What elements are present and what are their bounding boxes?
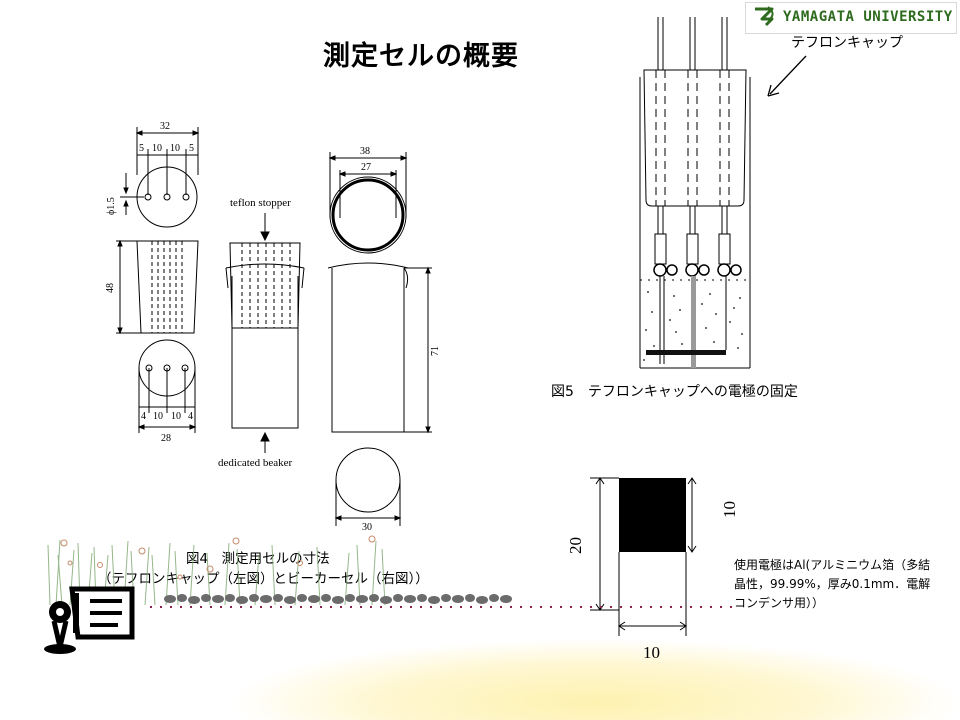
dim-cap-bottom-pitch-2: 10 [153, 411, 163, 422]
university-logo-icon [755, 6, 774, 27]
teflon-stopper-label: teflon stopper [230, 197, 291, 209]
dim-cap-bottom-pitch-3: 10 [171, 411, 181, 422]
footer-glow [150, 600, 960, 720]
dim-electrode-width: 10 [643, 643, 660, 662]
pebble-row [164, 594, 512, 604]
dim-hole-diameter: ϕ1.5 [106, 197, 117, 215]
electrode-fixing-drawing [639, 17, 751, 369]
dim-cap-bottom-pitch-4: 4 [188, 411, 193, 422]
dim-cap-top-pitch-4: 5 [189, 143, 194, 154]
dim-beaker-outer: 38 [360, 146, 370, 157]
electrode-note: 使用電極はAl(アルミニウム箔（多結晶性，99.99%，厚み0.1mm．電解コン… [734, 558, 931, 610]
figure4-caption-line1: 図4 測定用セルの寸法 [186, 551, 330, 567]
dim-cap-top-width: 32 [160, 121, 170, 132]
dim-cap-top-pitch-2: 10 [152, 143, 162, 154]
callout-arrow [767, 55, 807, 97]
dim-beaker-inner: 27 [361, 162, 371, 173]
dim-cap-top-pitch-1: 5 [139, 143, 144, 154]
teflon-cap-callout: テフロンキャップ [791, 35, 903, 51]
university-logo-text: YAMAGATA UNIVERSITY [783, 9, 953, 25]
dim-electrode-height: 10 [720, 501, 739, 518]
dim-electrode-total: 20 [566, 537, 585, 554]
flower-decoration [60, 535, 376, 580]
dim-beaker-height: 71 [430, 346, 441, 356]
reader-icon [44, 586, 135, 654]
teflon-cap-drawing: 32 5 10 10 5 ϕ1.5 48 4 10 10 4 28 [105, 121, 200, 444]
university-logo [745, 2, 957, 34]
slide-title: 測定セルの概要 [323, 41, 519, 72]
dim-beaker-bottom: 30 [362, 522, 372, 533]
dim-cap-bottom-width: 28 [161, 433, 171, 444]
dim-cap-height: 48 [105, 283, 116, 293]
electrode-dimension-drawing: 10 20 10 [566, 477, 739, 662]
solution-speckles [643, 291, 743, 361]
beaker-drawing: 38 27 71 30 [327, 146, 441, 533]
dedicated-beaker-label: dedicated beaker [218, 457, 293, 469]
assembled-cell-drawing: teflon stopper dedicated beaker [218, 197, 305, 469]
footer-decoration [44, 535, 740, 654]
dim-cap-bottom-pitch-1: 4 [141, 411, 146, 422]
figure5-caption: 図5 テフロンキャップへの電極の固定 [551, 384, 798, 400]
dim-cap-top-pitch-3: 10 [170, 143, 180, 154]
